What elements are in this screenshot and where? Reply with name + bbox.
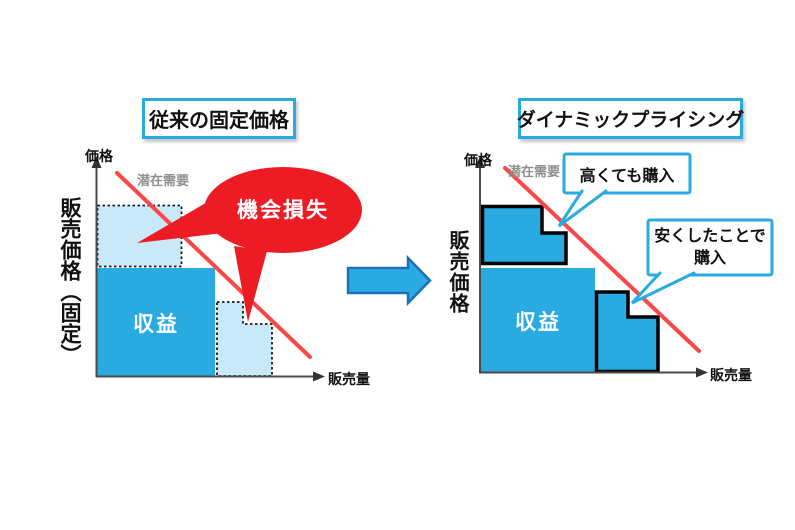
high-price-sales-area	[480, 204, 568, 266]
left-sales-volume-label: 販売量	[328, 371, 370, 387]
left-chart-title-text: 従来の固定価格	[149, 110, 289, 132]
bubble-tail-down-icon	[234, 246, 267, 322]
right-chart-title: ダイナミックプライシング	[516, 98, 745, 139]
left-price-axis-label: 価格	[85, 148, 113, 164]
left-demand-line	[115, 171, 312, 359]
opportunity-loss-label: 機会損失	[237, 199, 329, 222]
left-latent-demand-label: 潜在需要	[137, 173, 190, 188]
callout-low-price-line2: 購入	[693, 249, 726, 267]
right-vertical-price-label: 販売価格	[446, 230, 468, 314]
callout-low-price-tail-icon	[630, 271, 696, 305]
revenue-area-left	[97, 268, 215, 377]
callout-low-price-box	[646, 218, 774, 277]
right-x-axis-arrow-icon	[696, 367, 708, 378]
opportunity-loss-bubble	[204, 167, 362, 253]
transition-arrow-icon	[346, 254, 432, 307]
right-revenue-label: 収益	[515, 310, 561, 334]
right-y-axis-arrow-icon	[475, 156, 485, 168]
right-price-axis-label: 価格	[464, 152, 492, 168]
left-x-axis-arrow-icon	[313, 371, 325, 382]
right-chart-title-text: ダイナミックプライシング	[516, 110, 745, 131]
left-chart-title: 従来の固定価格	[142, 98, 296, 139]
callout-high-price-tail-icon	[557, 189, 608, 228]
right-demand-line	[503, 166, 701, 353]
revenue-area-right	[481, 268, 595, 373]
left-y-axis-arrow-icon	[91, 156, 102, 168]
right-latent-demand-label: 潜在需要	[508, 164, 561, 179]
callout-high-price-label: 高くても購入	[579, 167, 675, 185]
lost-opportunity-low-price-area	[216, 301, 273, 377]
left-vertical-price-label: 販売価格（固定）	[58, 197, 82, 365]
callout-low-price-label: 安くしたことで 購入	[648, 226, 772, 269]
callout-low-price-line1: 安くしたことで	[654, 228, 766, 245]
right-sales-volume-label: 販売量	[710, 367, 752, 383]
callout-high-price-box	[562, 152, 692, 195]
bubble-tail-left-icon	[137, 197, 223, 243]
left-revenue-label: 収益	[133, 312, 179, 336]
